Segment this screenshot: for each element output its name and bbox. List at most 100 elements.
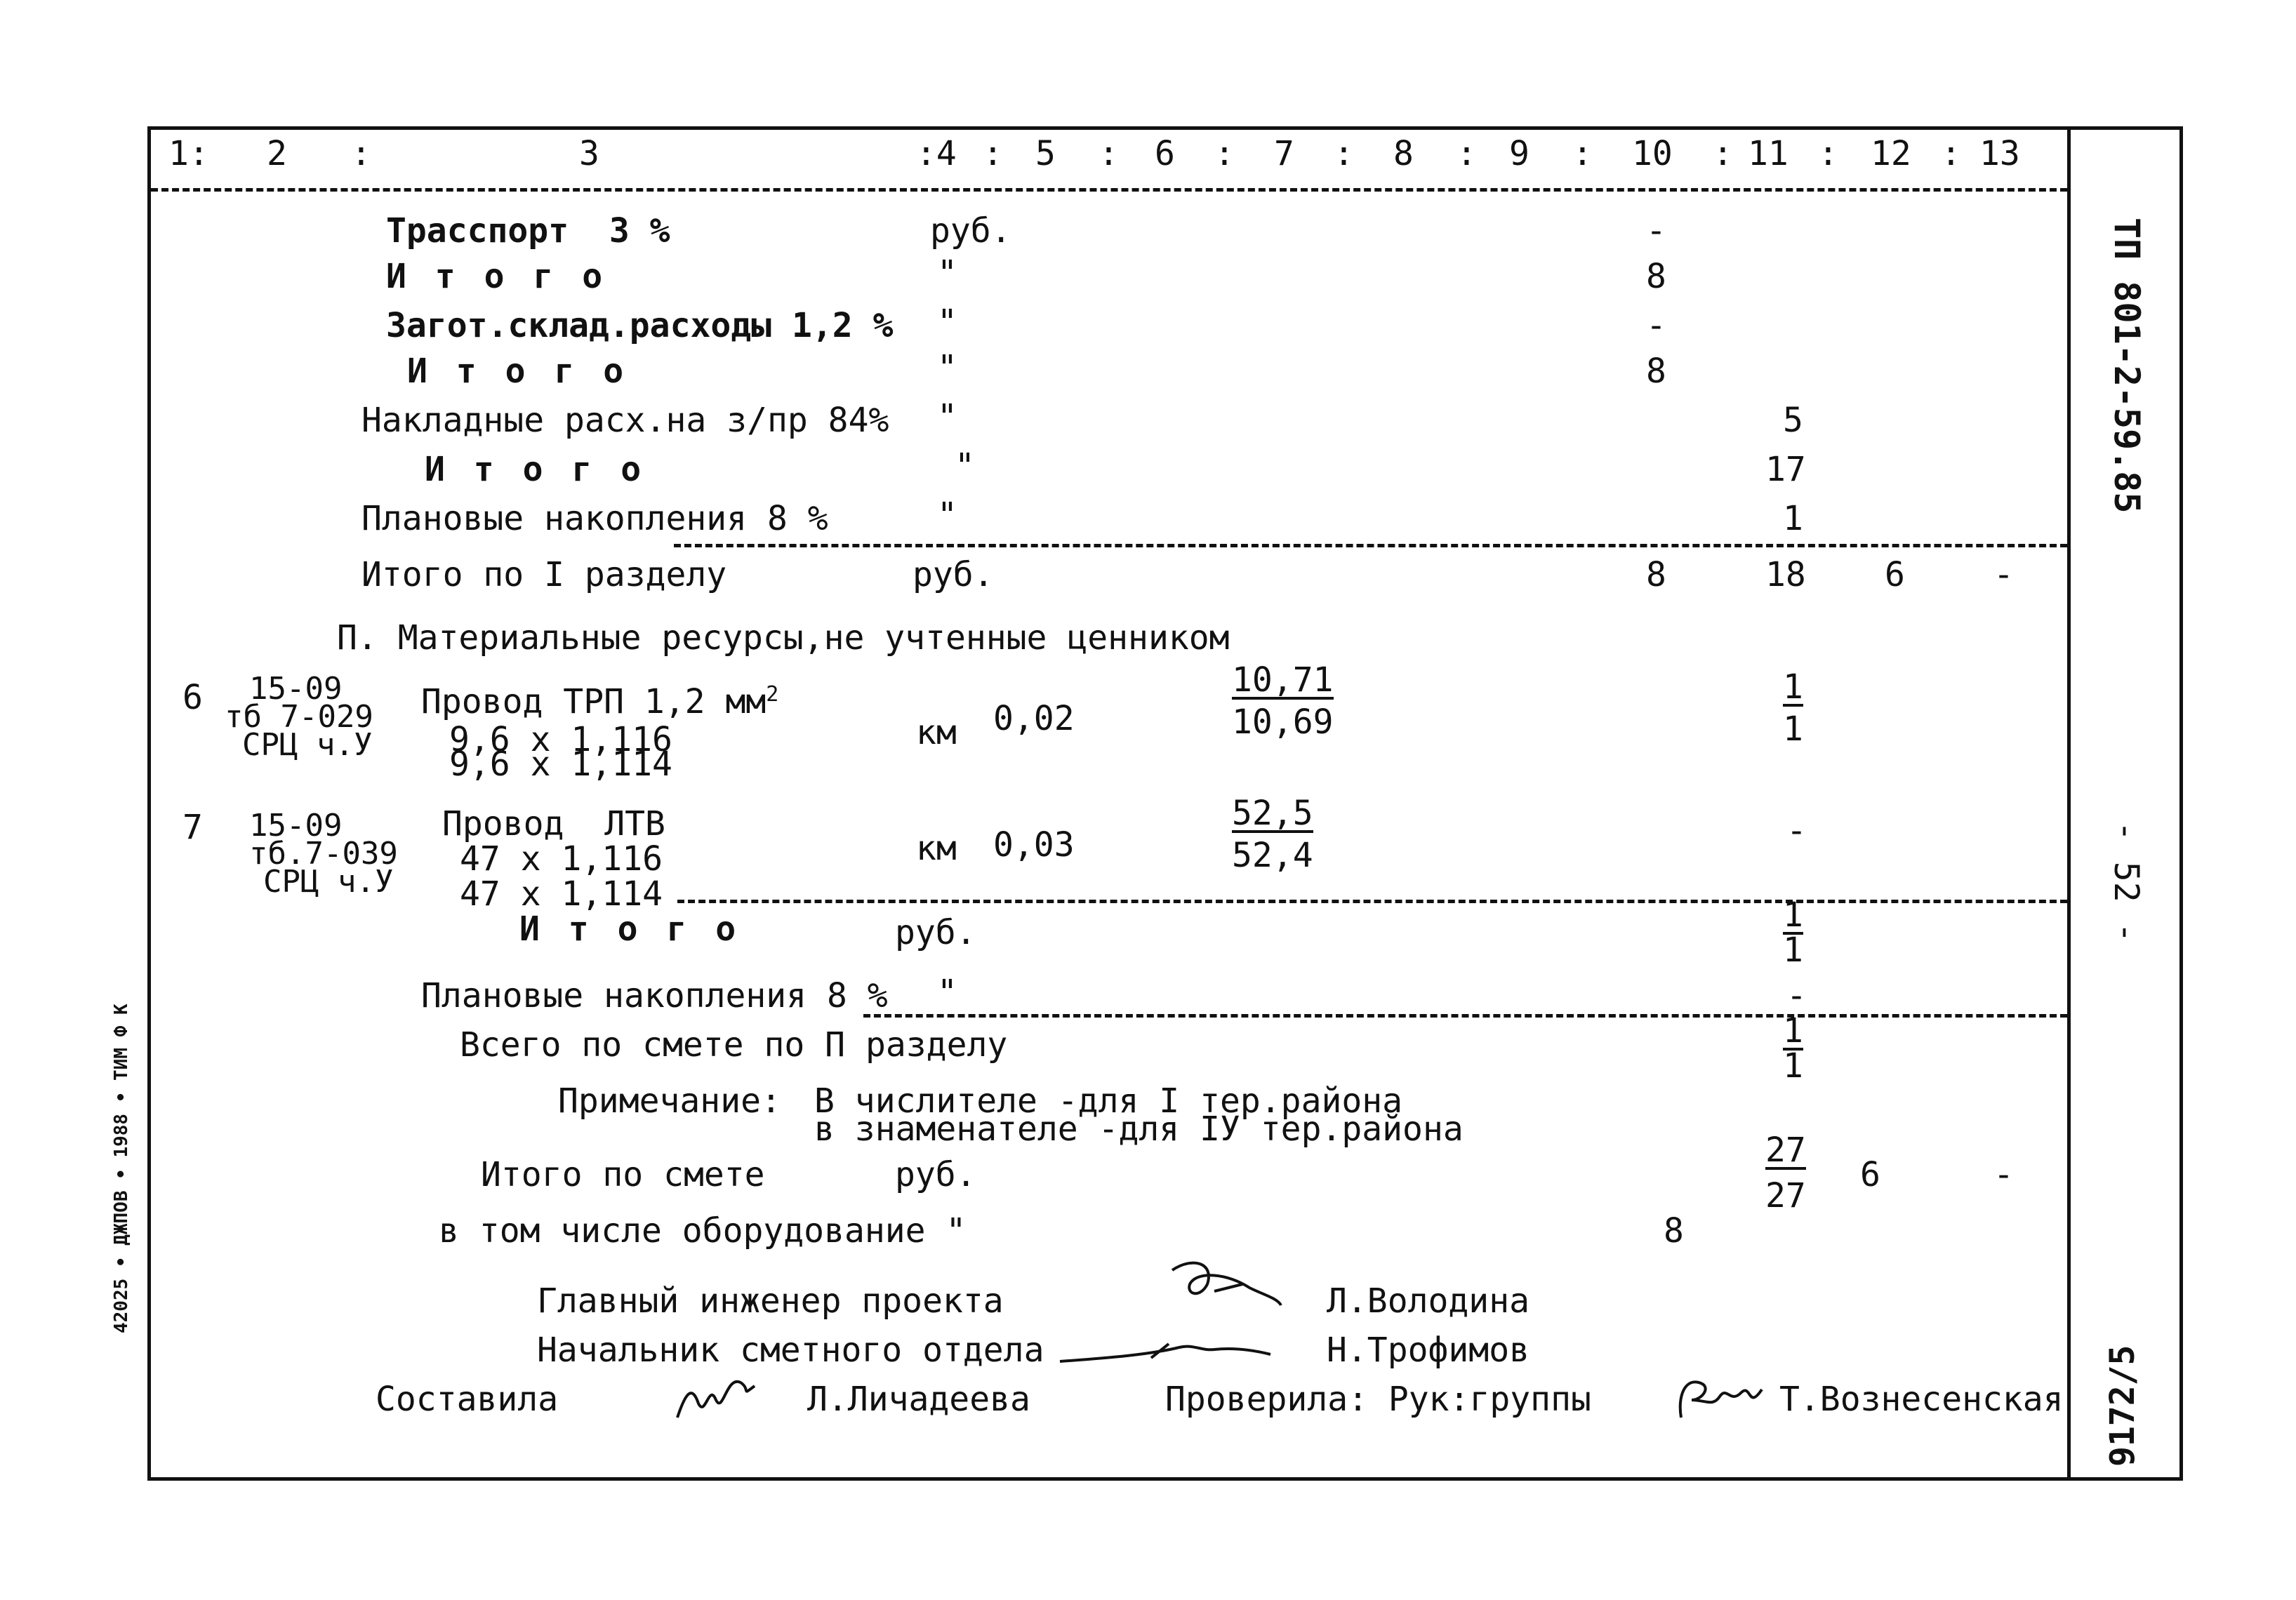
equipment-c10: 8	[1664, 1211, 1684, 1251]
document-frame	[147, 126, 2071, 1481]
row-unit: "	[937, 348, 957, 387]
note-label: Примечание:	[558, 1081, 781, 1121]
total-c11-numerator: 1	[1783, 895, 1803, 935]
head-of-department-name: Н.Трофимов	[1327, 1331, 1529, 1370]
row-c10: -	[1646, 306, 1666, 345]
header-col-9: 9	[1509, 134, 1529, 173]
total-c12: 6	[1885, 555, 1905, 594]
row-c11: 17	[1765, 450, 1806, 489]
row-label: Трасспорт 3 %	[386, 211, 670, 251]
equipment-label: в том числе оборудование "	[439, 1211, 967, 1251]
item-desc: 47 x 1,116	[460, 839, 663, 879]
item-price-numerator: 10,71	[1232, 660, 1334, 700]
checker-title: Проверила: Рук:группы	[1165, 1380, 1591, 1419]
composer-name: Л.Личадеева	[807, 1380, 1030, 1419]
item-code: 15-09	[249, 671, 343, 707]
section2-total-divider	[677, 900, 2067, 903]
total-c13: -	[1993, 555, 2014, 594]
chief-engineer-signature-icon	[1171, 1261, 1282, 1307]
grand-total-c11-numerator: 27	[1765, 1131, 1806, 1170]
item-c11-numerator: 1	[1783, 667, 1803, 707]
item-desc: Провод ЛТВ	[442, 804, 665, 844]
header-col-5: 5	[1035, 134, 1056, 173]
row-label: Плановые накопления 8 %	[361, 499, 828, 538]
row-c10: 8	[1646, 257, 1666, 296]
item-desc: 9,6 x 1,114	[449, 745, 672, 784]
total-c11: 18	[1765, 555, 1806, 594]
header-col-12: 12	[1871, 134, 1911, 173]
total-unit: руб.	[913, 555, 994, 594]
header-col-4: :4	[916, 134, 957, 173]
total-unit: руб.	[895, 913, 976, 952]
row-label: И т о г о	[425, 450, 646, 489]
total-label: И т о г о	[519, 909, 741, 949]
item-code: СРЦ ч.У	[263, 864, 394, 900]
checker-signature-icon	[1678, 1380, 1763, 1418]
section2-title: П. Материальные ресурсы,не учтенные ценн…	[337, 618, 1230, 658]
side-project-code: ТП 801-2-59.85	[2106, 218, 2147, 514]
checker-name: Т.Вознесенская	[1779, 1380, 2064, 1419]
composer-signature-icon	[676, 1380, 756, 1418]
all-label: Всего по смете по П разделу	[460, 1025, 1008, 1065]
header-col-8: 8	[1393, 134, 1414, 173]
header-col-13: 13	[1979, 134, 2020, 173]
item-unit: км	[916, 829, 957, 868]
section2-all-divider	[863, 1014, 2067, 1018]
row-unit: "	[937, 302, 957, 342]
header-divider	[151, 188, 2067, 192]
item-price-numerator: 52,5	[1232, 794, 1313, 833]
header-sep: :	[1214, 134, 1235, 173]
side-page-number: - 52 -	[2106, 821, 2146, 943]
row-unit: "	[937, 253, 957, 293]
header-col-2: 2	[267, 134, 287, 173]
item-desc: Провод ТРП 1,2 мм2	[421, 682, 779, 721]
item-code: 15-09	[249, 808, 343, 844]
grand-total-unit: руб.	[895, 1155, 976, 1194]
item-price-denominator: 10,69	[1232, 702, 1334, 742]
plan-c11: -	[1786, 976, 1807, 1015]
header-sep: :	[1713, 134, 1733, 173]
plan-unit: "	[937, 973, 957, 1012]
head-of-department-signature-icon	[1059, 1342, 1271, 1363]
item-desc: 9,6 x 1,116	[449, 720, 672, 759]
item-code: тб 7-029	[225, 699, 373, 735]
item-c11-denominator: 1	[1783, 709, 1803, 749]
header-sep: :	[983, 134, 1003, 173]
item-desc: 47 x 1,114	[460, 874, 663, 914]
chief-engineer-title: Главный инженер проекта	[537, 1281, 1004, 1321]
row-label: Загот.склад.расходы 1,2 %	[386, 306, 894, 345]
item-code: тб.7-039	[249, 836, 398, 872]
total-c10: 8	[1646, 555, 1666, 594]
row-c10: 8	[1646, 352, 1666, 391]
header-col-10: 10	[1632, 134, 1673, 173]
item-desc-sup: 2	[766, 682, 779, 707]
row-label: Накладные расх.на з/пр 84%	[361, 401, 889, 440]
row-c10: -	[1646, 211, 1666, 251]
grand-total-c13: -	[1993, 1155, 2014, 1194]
total-c11-denominator: 1	[1783, 931, 1803, 970]
grand-total-c11-denominator: 27	[1765, 1176, 1806, 1215]
item-code: СРЦ ч.У	[242, 727, 373, 763]
header-col-7: 7	[1274, 134, 1294, 173]
all-c11-denominator: 1	[1783, 1046, 1803, 1086]
item-unit: км	[916, 713, 957, 752]
section1-total-divider	[674, 544, 2067, 547]
note-line-2: в знаменателе -для IУ тер.района	[814, 1109, 1464, 1149]
item-qty: 0,03	[993, 825, 1075, 865]
total-label: Итого по I разделу	[361, 555, 727, 594]
grand-total-label: Итого по смете	[481, 1155, 765, 1194]
item-qty: 0,02	[993, 699, 1075, 738]
side-stamp-column	[2067, 126, 2183, 1481]
header-col-6: 6	[1155, 134, 1175, 173]
item-price-denominator: 52,4	[1232, 836, 1313, 875]
note-line-1: В числителе -для I тер.района	[814, 1081, 1403, 1121]
header-sep: :	[1099, 134, 1119, 173]
item-c11: -	[1786, 811, 1807, 851]
row-unit: "	[955, 446, 975, 486]
item-num: 6	[183, 678, 203, 717]
row-c11: 1	[1783, 499, 1803, 538]
header-sep: :	[1941, 134, 1961, 173]
header-col-3: 3	[579, 134, 599, 173]
row-unit: "	[937, 397, 957, 436]
header-sep: :	[1334, 134, 1354, 173]
